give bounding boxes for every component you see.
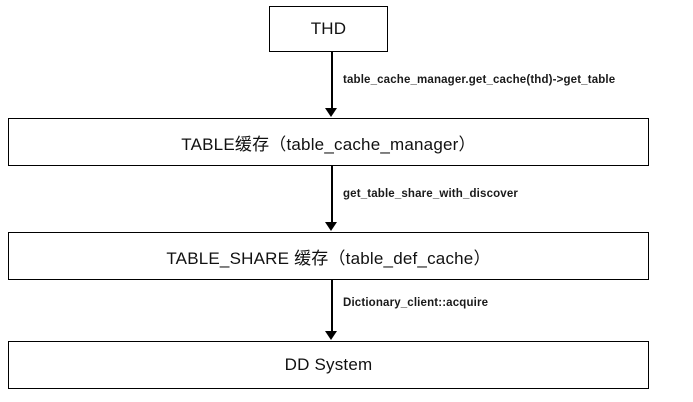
node-table-def-cache: TABLE_SHARE 缓存（table_def_cache） <box>8 232 649 280</box>
connector-share-to-dd <box>331 280 333 333</box>
arrowhead-cache-to-share-icon <box>325 222 337 231</box>
connector-thd-to-cache <box>331 52 333 110</box>
node-dd-system: DD System <box>8 341 649 389</box>
arrowhead-thd-to-cache-icon <box>325 108 337 117</box>
node-thd: THD <box>269 6 388 52</box>
node-table-cache-manager: TABLE缓存（table_cache_manager） <box>8 118 649 166</box>
edge-label-thd-to-cache: table_cache_manager.get_cache(thd)->get_… <box>343 74 616 86</box>
arrowhead-share-to-dd-icon <box>325 331 337 340</box>
edge-label-share-to-dd: Dictionary_client::acquire <box>343 297 489 309</box>
connector-cache-to-share <box>331 166 333 224</box>
edge-label-cache-to-share: get_table_share_with_discover <box>343 188 519 200</box>
